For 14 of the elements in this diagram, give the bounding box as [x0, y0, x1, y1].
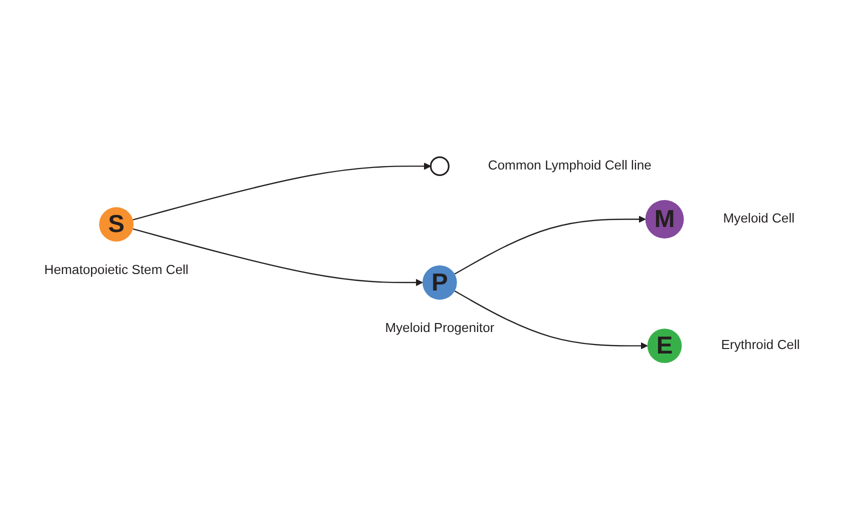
node-circle: P	[422, 265, 457, 300]
arrow	[454, 216, 646, 275]
node-label: Hematopoietic Stem Cell	[44, 263, 188, 278]
node-label: Erythroid Cell	[721, 338, 800, 352]
node-label: Myeloid Cell	[723, 212, 795, 226]
node-circle: M	[645, 200, 684, 238]
node-circle	[430, 156, 450, 176]
arrow	[132, 228, 423, 286]
arrow	[132, 162, 432, 220]
node-circle: S	[99, 207, 134, 242]
node-label: Myeloid Progenitor	[385, 321, 494, 336]
arrow	[454, 290, 648, 350]
node-label: Common Lymphoid Cell line	[488, 158, 652, 173]
node-circle: E	[647, 328, 682, 363]
